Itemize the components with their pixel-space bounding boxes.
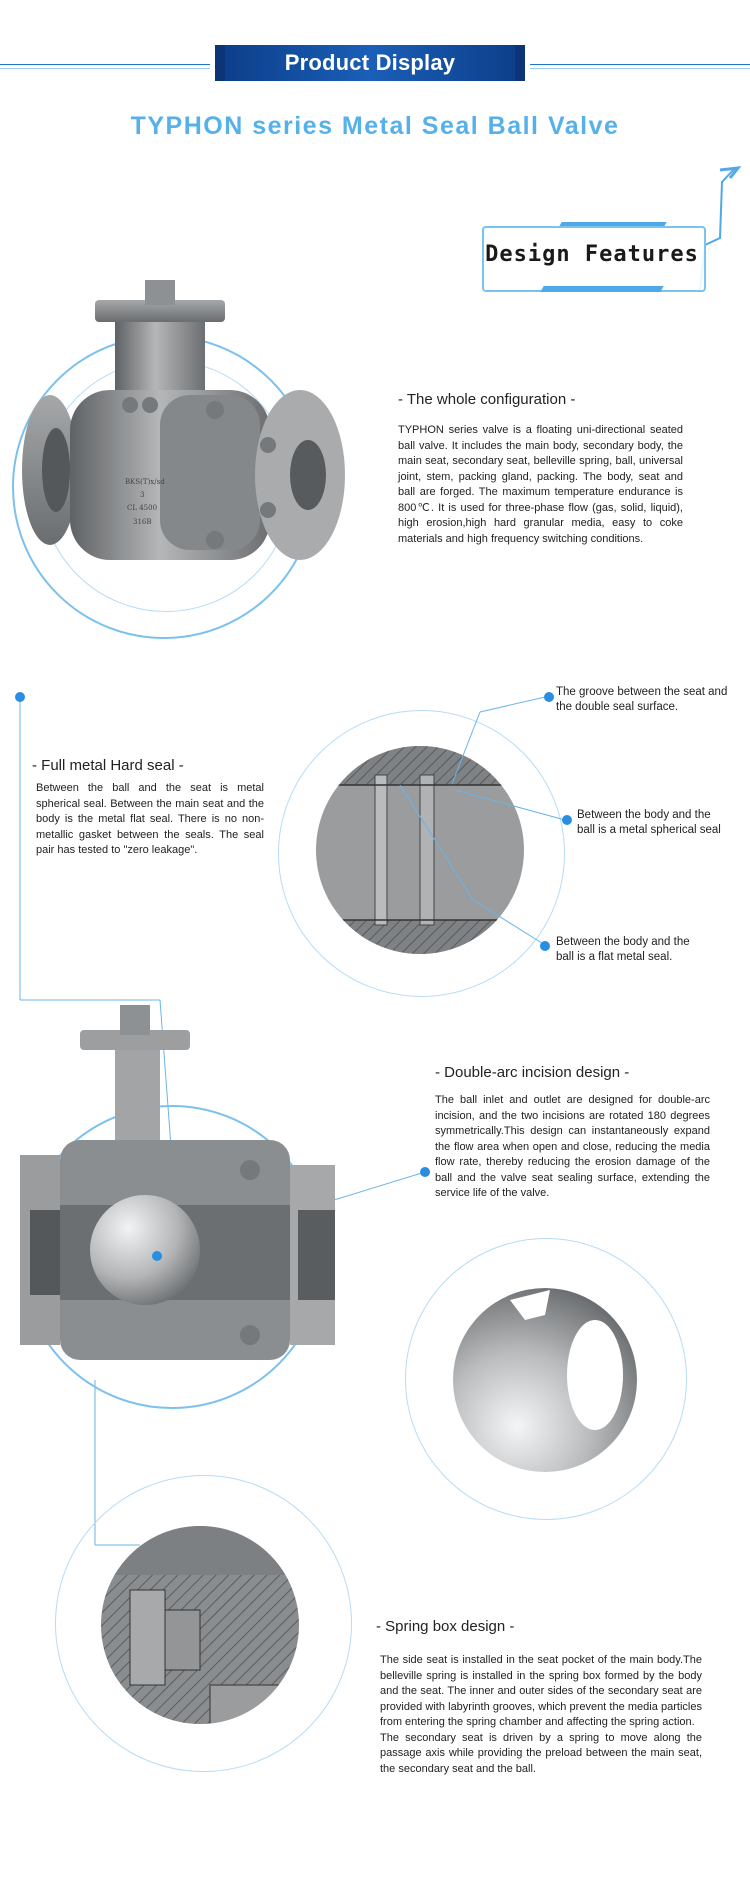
valve-marking-3: CL 4500 (127, 504, 158, 512)
callout-flat: Between the body and the ball is a flat … (556, 936, 690, 963)
cutaway-valve-image (20, 1005, 335, 1360)
cutaway-dot (152, 1251, 162, 1261)
callout-dot-flat (540, 941, 550, 951)
banner-cap-right (515, 45, 525, 81)
whole-config-title: - The whole configuration - (398, 391, 576, 408)
hard-seal-body: Between the ball and the seat is metal s… (36, 782, 264, 856)
page-title: TYPHON series Metal Seal Ball Valve (130, 112, 620, 140)
valve-marking-4: 316B (133, 518, 152, 526)
header-line-left-2 (0, 68, 210, 69)
double-arc-body: The ball inlet and outlet are designed f… (435, 1094, 710, 1199)
header-line-right (530, 64, 750, 65)
spring-box-title: - Spring box design - (376, 1618, 515, 1635)
valve-marking-1: BKS(T)x/sd (125, 478, 165, 486)
valve-marking-2: 3 (140, 491, 145, 499)
hard-seal-title: - Full metal Hard seal - (32, 757, 184, 774)
design-features-label: Design Features (485, 242, 699, 267)
spring-box-body: The side seat is installed in the seat p… (380, 1654, 702, 1775)
whole-config-body: TYPHON series valve is a floating uni-di… (398, 424, 683, 545)
callout-groove: The groove between the seat and the doub… (556, 686, 728, 713)
design-features-box (482, 226, 706, 292)
callout-dot-spherical (562, 815, 572, 825)
connector-dot-top (15, 692, 25, 702)
header-line-left (0, 64, 210, 65)
callout-dot-groove (544, 692, 554, 702)
seal-cross-section-image (316, 746, 524, 954)
ball-incision-image (453, 1288, 637, 1472)
seal-ring-outer (278, 710, 565, 997)
whole-valve-image (22, 280, 345, 560)
spring-ring-outer (55, 1475, 352, 1772)
double-arc-dot (420, 1167, 430, 1177)
callout-spherical: Between the body and the ball is a metal… (577, 809, 721, 836)
banner-cap-left (215, 45, 225, 81)
product-display-banner: Product Display (225, 45, 515, 81)
header-line-right-2 (530, 68, 750, 69)
ball-ring (405, 1238, 687, 1520)
double-arc-title: - Double-arc incision design - (435, 1064, 630, 1081)
spring-box-cross-section-image (101, 1526, 299, 1724)
